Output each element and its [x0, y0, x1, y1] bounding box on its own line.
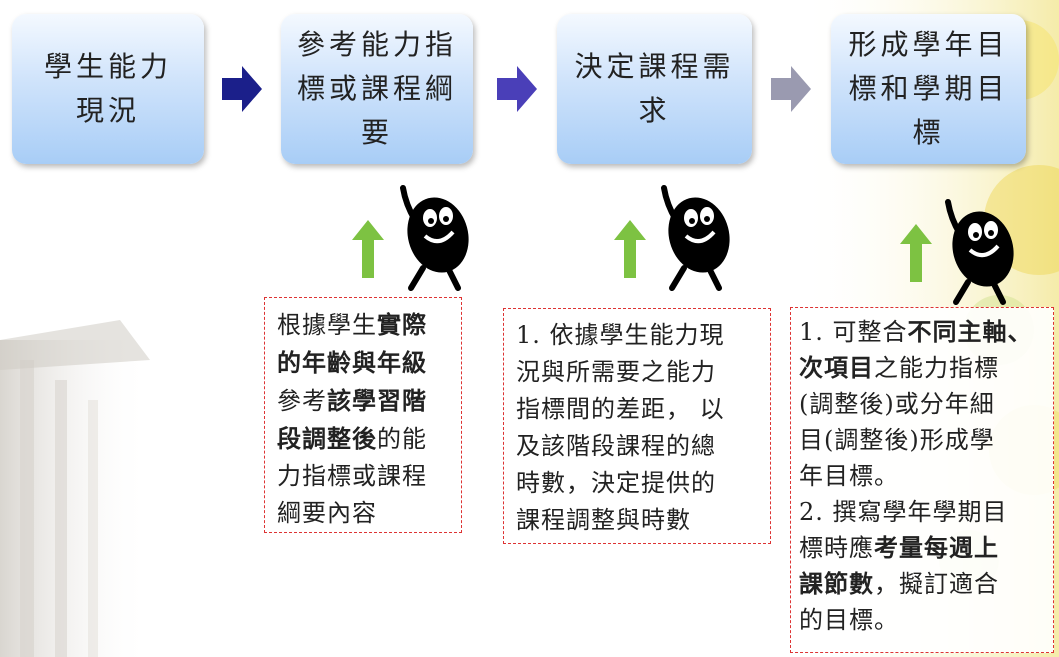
note-emphasis: 段調整後 [277, 424, 377, 453]
step-text: 現況 [75, 94, 140, 127]
step-box-form-goals: 形成學年目標和學期目標 [831, 14, 1026, 164]
note-emphasis: 實際 [377, 310, 427, 339]
right-arrow-icon [771, 66, 811, 112]
note-line: 次項目之能力指標 [799, 350, 1045, 386]
step-text: 決定課程需 [574, 50, 735, 83]
note-line: 的目標。 [799, 606, 899, 634]
note-line: 目(調整後)形成學 [799, 426, 995, 454]
note-text: 根據學生 [277, 311, 377, 339]
note-text: 參考 [277, 387, 327, 415]
note-emphasis: 不同主軸、 [907, 317, 1033, 346]
note-emphasis: 次項目 [799, 353, 874, 382]
note-emphasis: 該學習階 [327, 386, 427, 415]
right-arrow-icon [222, 66, 262, 112]
step-text: 形成學年目 [848, 28, 1009, 61]
note-line: 力指標或課程 [277, 462, 427, 490]
right-arrow-icon [497, 66, 537, 112]
note-line: 課節數，擬訂適合 [799, 566, 1045, 602]
note-text: 標時應 [799, 534, 874, 562]
up-arrow-icon [352, 220, 384, 278]
note-line: 時數，決定提供的 [516, 469, 716, 497]
note-line: 參考該學習階 [277, 382, 449, 420]
note-line: 課程調整與時數 [516, 506, 691, 534]
note-line: 根據學生實際 [277, 306, 449, 344]
note-box-1: 根據學生實際 的年齡與年級 參考該學習階 段調整後的能 力指標或課程 綱要內容 [264, 297, 462, 533]
waving-cartoon-character-icon [945, 199, 1014, 305]
note-line: 指標間的差距， 以 [516, 395, 725, 423]
note-text: 1. 可整合 [799, 318, 908, 346]
note-line: 年目標。 [799, 462, 899, 490]
building-background-image [0, 320, 150, 657]
note-text: 的能 [377, 425, 427, 453]
step-text: 要 [360, 116, 393, 149]
note-line: 的年齡與年級 [277, 344, 449, 382]
note-emphasis: 考量每週上 [874, 533, 999, 562]
up-arrow-icon [614, 220, 646, 278]
waving-cartoon-character-icon [661, 185, 730, 291]
note-line: 1. 依據學生能力現 [516, 321, 725, 349]
note-line: 段調整後的能 [277, 420, 449, 458]
note-line: 綱要內容 [277, 499, 377, 527]
step-text: 學生能力 [43, 50, 172, 83]
note-line: 況與所需要之能力 [516, 358, 716, 386]
note-line: 2. 撰寫學年學期目 [799, 498, 1008, 526]
note-text: 之能力指標 [874, 354, 999, 382]
step-text: 標和學期目 [848, 72, 1009, 105]
note-line: 1. 可整合不同主軸、 [799, 314, 1045, 350]
step-text: 標或課程綱 [296, 72, 457, 105]
note-box-2: 1. 依據學生能力現 況與所需要之能力 指標間的差距， 以 及該階段課程的總 時… [503, 308, 771, 544]
step-text: 求 [638, 94, 671, 127]
step-box-reference-indicators: 參考能力指標或課程綱要 [281, 14, 473, 164]
note-line: 及該階段課程的總 [516, 432, 716, 460]
step-box-course-needs: 決定課程需求 [557, 14, 752, 164]
note-line: 標時應考量每週上 [799, 530, 1045, 566]
waving-cartoon-character-icon [400, 185, 469, 291]
up-arrow-icon [900, 224, 932, 282]
note-emphasis: 的年齡與年級 [277, 348, 427, 377]
step-box-student-ability: 學生能力現況 [12, 14, 204, 164]
note-text: ，擬訂適合 [874, 570, 999, 598]
note-emphasis: 課節數 [799, 569, 874, 598]
note-line: (調整後)或分年細 [799, 390, 995, 418]
note-box-3: 1. 可整合不同主軸、 次項目之能力指標 (調整後)或分年細 目(調整後)形成學… [790, 307, 1054, 653]
step-text: 參考能力指 [296, 28, 457, 61]
step-text: 標 [912, 116, 945, 149]
